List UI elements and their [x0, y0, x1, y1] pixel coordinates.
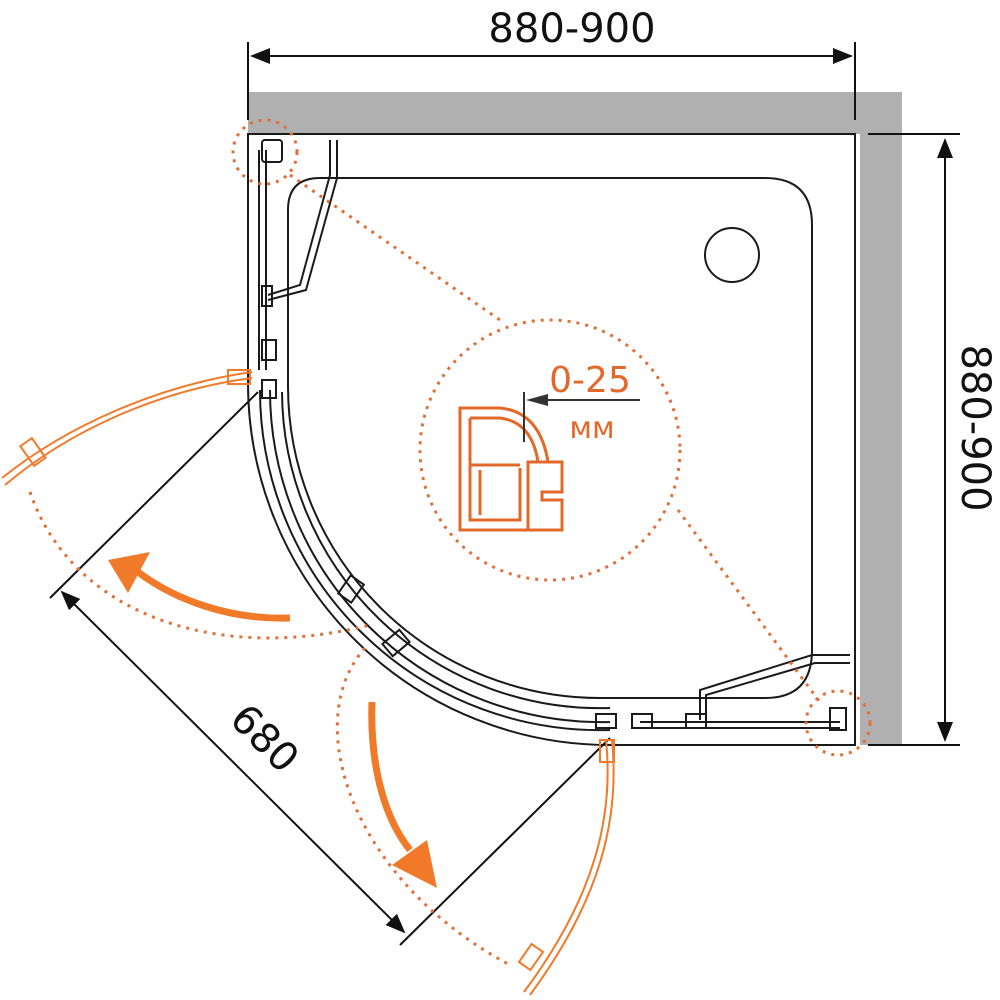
door-width-arrow	[60, 590, 406, 934]
width-label: 880-900	[488, 6, 655, 52]
shower-base	[247, 133, 856, 746]
depth-label: 880-900	[952, 344, 998, 511]
glass-panels	[258, 139, 850, 732]
right-wall	[860, 92, 902, 745]
door-width-label: 680	[221, 696, 308, 783]
dimension-lines	[49, 42, 960, 946]
adjustment-range-label: 0-25	[549, 360, 631, 401]
profile-detail-circle	[418, 318, 682, 582]
back-wall	[248, 92, 902, 134]
detail-markers	[231, 118, 872, 757]
unit-label: мм	[569, 411, 614, 446]
swing-arrow-bottom-head	[392, 840, 437, 888]
handle-left	[267, 140, 331, 296]
walls	[248, 92, 902, 745]
tray-inner-outline	[286, 177, 813, 699]
door-swing	[1, 369, 615, 996]
swing-arrow-bottom	[368, 701, 413, 853]
open-door-left	[4, 377, 253, 486]
open-door-bottom	[529, 739, 615, 996]
corner-detail-top-left	[231, 118, 299, 186]
base-outer-outline	[247, 133, 856, 746]
swing-arcs	[28, 173, 824, 967]
handle-right	[699, 654, 850, 720]
swing-arrow-left-head	[108, 552, 150, 593]
swing-arrow-left	[135, 569, 291, 622]
profile-detail	[458, 392, 640, 532]
drain-icon	[704, 227, 760, 283]
corner-detail-bottom-right	[804, 689, 872, 757]
